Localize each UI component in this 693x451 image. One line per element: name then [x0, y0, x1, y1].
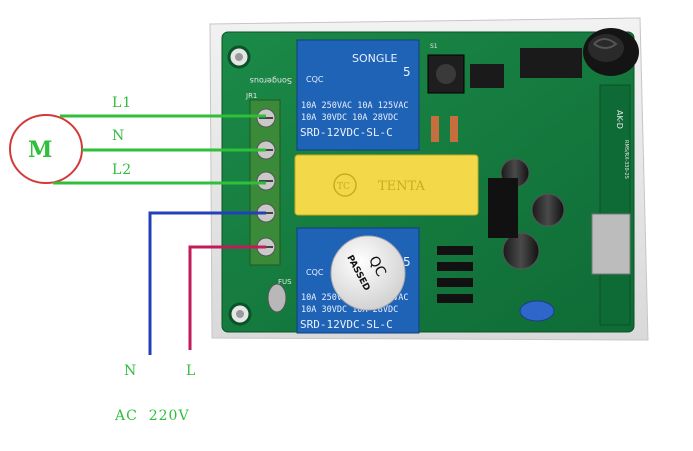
- capacitor-logo: TC: [337, 182, 350, 192]
- relay-2-model: SRD-12VDC-SL-C: [300, 318, 393, 331]
- rf-module-label: AK-D: [615, 110, 624, 129]
- learn-push-button: [427, 54, 465, 94]
- label-ac-voltage: AC 220V: [115, 408, 190, 424]
- rectifier-diodes: [437, 246, 473, 303]
- wire-live-supply: [188, 245, 266, 350]
- s1-label: S1: [430, 43, 438, 50]
- label-l-supply: L: [186, 363, 197, 379]
- antenna-coil: [583, 28, 639, 76]
- fuse-label: FUS: [278, 278, 292, 286]
- capacitor-brand: TENTA: [378, 179, 425, 194]
- label-n-motor: N: [112, 128, 126, 144]
- motor-label: M: [28, 137, 52, 163]
- label-l2: L2: [112, 162, 133, 178]
- qc-passed-sticker: QC PASSED: [330, 235, 406, 311]
- relay-1-rating-2: 10A 30VDC 10A 28VDC: [301, 113, 398, 123]
- fuse: [267, 283, 287, 313]
- ic-chip-main: [520, 48, 582, 78]
- rf-receiver-module: AK-D RMS/RX-330-2S: [591, 84, 631, 326]
- wire-neutral-supply: [148, 211, 266, 355]
- relay-1-rating-1: 10A 250VAC 10A 125VAC: [301, 101, 408, 111]
- electrolytic-capacitors: [488, 158, 565, 270]
- relay-2-pins: 5: [403, 255, 411, 269]
- relay-1-model: SRD-12VDC-SL-C: [300, 126, 393, 139]
- label-n-supply: N: [124, 363, 138, 379]
- tenta-capacitor: TC TENTA: [294, 154, 479, 216]
- diodes-top: [431, 116, 458, 142]
- rf-module-code: RMS/RX-330-2S: [623, 140, 629, 179]
- ceramic-capacitor: [519, 300, 555, 322]
- relay-1-brand: SONGLE: [352, 52, 398, 65]
- relay-1: SONGLE 5 CQC 10A 250VAC 10A 125VAC 10A 3…: [296, 39, 420, 151]
- board-brand-mark: Songerous: [250, 76, 292, 85]
- label-l1: L1: [112, 95, 133, 111]
- relay-2-rating-2: 10A 30VDC 10A 28VDC: [301, 305, 398, 315]
- relay-1-pins: 5: [403, 65, 411, 79]
- relay-1-cert: CQC: [306, 75, 324, 84]
- motor-wires: [53, 114, 266, 185]
- jumper-label: JR1: [245, 92, 257, 100]
- relay-2-cert: CQC: [306, 268, 324, 277]
- ic-chip-small: [470, 64, 504, 88]
